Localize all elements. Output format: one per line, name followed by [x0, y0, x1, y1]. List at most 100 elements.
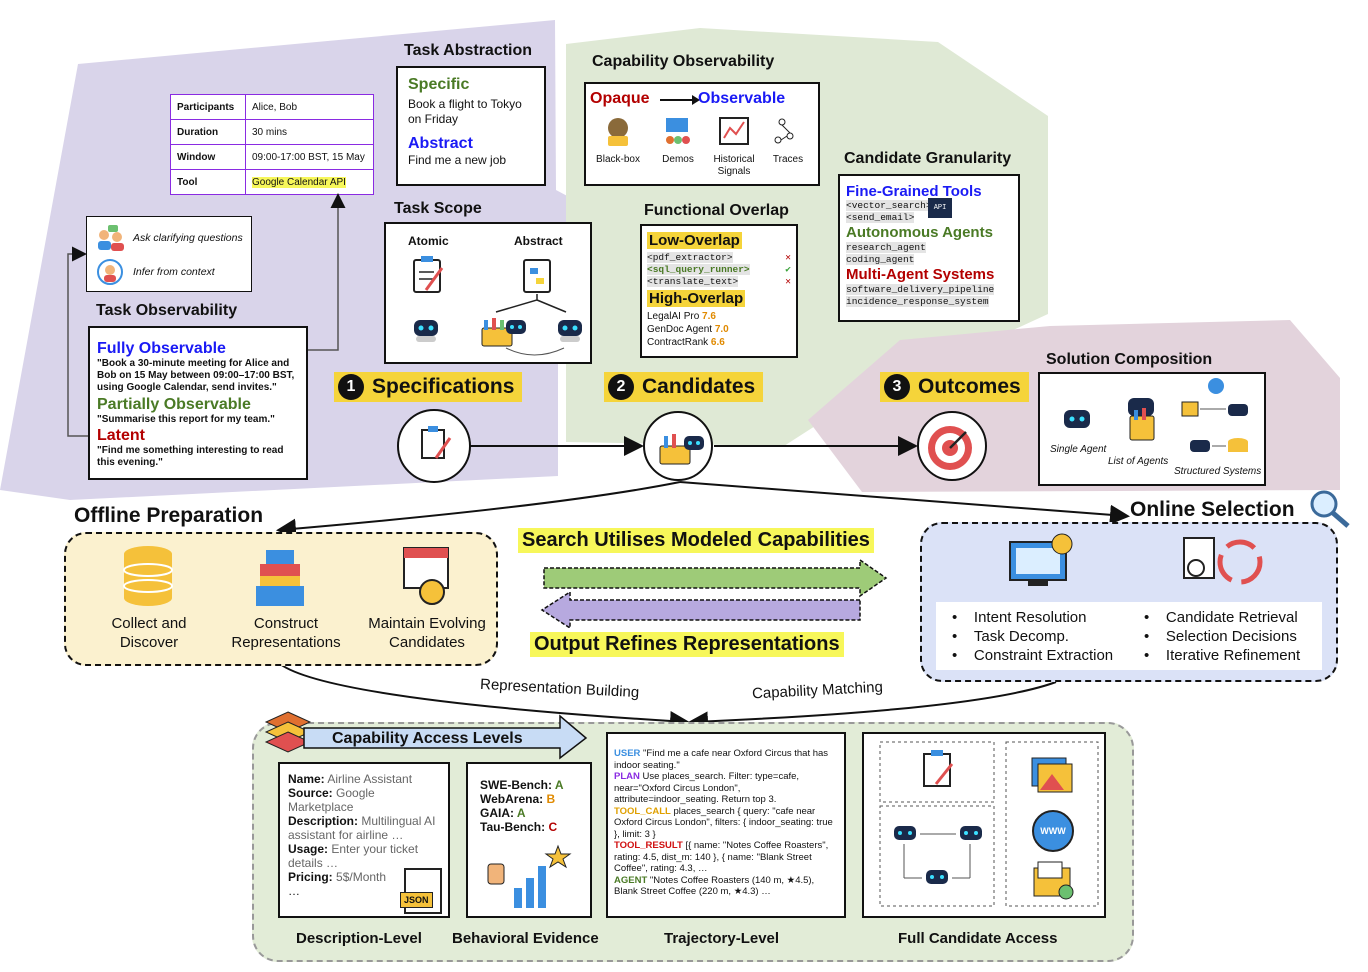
- behavioral-evidence-box: SWE-Bench: A WebArena: B GAIA: A Tau-Ben…: [466, 762, 592, 918]
- capability-observability-title: Capability Observability: [592, 53, 775, 70]
- middle-arrows: [540, 558, 888, 628]
- high-overlap-label: High-Overlap: [647, 290, 746, 307]
- task-abstraction-box: Specific Book a flight to Tokyo on Frida…: [396, 66, 546, 186]
- globe-www-icon: WWW: [1032, 810, 1074, 852]
- fine-tool-item: <vector_search>: [846, 200, 932, 211]
- offline-icons: [123, 546, 449, 606]
- solution-composition-title: Solution Composition: [1046, 351, 1213, 368]
- selection-decisions-item: • Selection Decisions: [1144, 628, 1297, 645]
- candidates-circle: [643, 411, 713, 481]
- list-of-agents-label: List of Agents: [1108, 456, 1169, 467]
- traces-icon: [774, 118, 794, 144]
- robot-icon: [558, 320, 582, 342]
- step-number: 3: [884, 374, 910, 400]
- latent-text: "Find me something interesting to read t…: [97, 445, 284, 468]
- low-overlap-item: <sql_query_runner> ✔: [647, 264, 791, 275]
- behavioral-evidence-label: Behavioral Evidence: [452, 930, 599, 947]
- trajectory-line: USER "Find me a cafe near Oxford Circus …: [614, 748, 829, 771]
- composition-graphic: [1064, 378, 1248, 452]
- clipboard-icon: [923, 750, 954, 787]
- toolbox-robot-icon: [481, 318, 526, 347]
- task-abstraction-title: Task Abstraction: [404, 42, 533, 59]
- structured-systems-label: Structured Systems: [1174, 466, 1262, 477]
- task-scope-graphic: [413, 256, 582, 356]
- iterative-refinement-item: • Iterative Refinement: [1144, 647, 1301, 664]
- abstract-scope-label: Abstract: [514, 234, 563, 248]
- low-overlap-item: <translate_text> ✕: [647, 276, 791, 287]
- trajectory-line: TOOL_RESULT [{ name: "Notes Coffee Roast…: [614, 840, 829, 874]
- outcomes-pill: 3 Outcomes: [880, 372, 1029, 402]
- folder-check-icon: [1033, 861, 1074, 900]
- ask-clarifying-text: Ask clarifying questions: [133, 232, 243, 244]
- specific-label: Specific: [408, 76, 470, 93]
- layers-icon: [264, 711, 312, 753]
- target-icon: [917, 411, 987, 481]
- description-level-label: Description-Level: [296, 930, 422, 947]
- multi-agent-systems-label: Multi-Agent Systems: [846, 266, 995, 283]
- benchmark-item: SWE-Bench: A: [480, 778, 564, 792]
- desc-field: Description: Multilingual AI assistant f…: [288, 814, 436, 842]
- task-scope-box: Atomic Abstract: [384, 222, 592, 364]
- search-utilises-label: Search Utilises Modeled Capabilities: [518, 528, 874, 553]
- capability-observability-box: Opaque Observable Black-box Demos Histor…: [584, 82, 820, 186]
- low-overlap-item: <pdf_extractor> ✕: [647, 252, 791, 263]
- arrow-right-icon: [660, 95, 700, 105]
- purple-arrow: [540, 590, 861, 628]
- candidate-granularity-box: Fine-Grained Tools <vector_search> <send…: [838, 174, 1020, 322]
- observability-icons: [608, 117, 794, 146]
- trajectory-level-box: USER "Find me a cafe near Oxford Circus …: [606, 732, 846, 918]
- table-value: Alice, Bob: [245, 94, 374, 120]
- benchmark-item: WebArena: B: [480, 792, 556, 806]
- document-cycle-icon: [1183, 537, 1263, 585]
- clarify-box: Ask clarifying questions Infer from cont…: [86, 216, 252, 292]
- collect-discover-label: Collect and Discover: [111, 615, 187, 651]
- traces-label: Traces: [772, 154, 804, 165]
- solution-composition-box: Single Agent List of Agents Structured S…: [1038, 372, 1266, 486]
- candidates-label: Candidates: [642, 375, 756, 398]
- constraint-extraction-item: • Constraint Extraction: [952, 647, 1114, 664]
- fully-observable-text: "Book a 30-minute meeting for Alice and …: [97, 358, 295, 393]
- specific-text: Book a flight to Tokyo on Friday: [408, 97, 522, 126]
- demos-label: Demos: [662, 154, 694, 165]
- full-access-graphic: [879, 741, 1099, 907]
- system-item: software_delivery_pipeline: [846, 284, 995, 295]
- monitor-gear-icon: [1009, 533, 1073, 586]
- candidate-retrieval-item: • Candidate Retrieval: [1144, 609, 1298, 626]
- agent-item: research_agent: [846, 242, 926, 253]
- robot-icon: [960, 826, 982, 840]
- json-file-icon: JSON: [400, 868, 442, 914]
- high-overlap-item: LegalAI Pro 7.6: [647, 311, 716, 322]
- fine-tool-item: <send_email>: [846, 212, 915, 223]
- specifications-circle: [397, 409, 471, 483]
- construct-representations-label: Construct Representations: [231, 615, 341, 651]
- infer-context-text: Infer from context: [133, 266, 215, 278]
- hierarchy-icon: [523, 259, 551, 293]
- historical-signals-label: Historical Signals: [713, 154, 755, 177]
- online-selection-box: • Intent Resolution • Task Decomp. • Con…: [920, 522, 1338, 682]
- clipboard-icon: [413, 256, 444, 293]
- task-observability-box: Fully Observable "Book a 30-minute meeti…: [88, 326, 308, 480]
- online-selection-title: Online Selection: [1130, 498, 1295, 521]
- step-number: 1: [338, 374, 364, 400]
- observable-label: Observable: [698, 90, 786, 107]
- system-item: incidence_response_system: [846, 296, 989, 307]
- task-observability-title: Task Observability: [96, 302, 238, 319]
- fine-grained-tools-label: Fine-Grained Tools: [846, 183, 982, 200]
- desc-field: Name: Airline Assistant: [288, 772, 413, 786]
- fully-observable-label: Fully Observable: [97, 340, 226, 357]
- full-candidate-access-label: Full Candidate Access: [898, 930, 1058, 947]
- agent-item: coding_agent: [846, 254, 915, 265]
- outcomes-label: Outcomes: [918, 375, 1021, 398]
- high-overlap-item: GenDoc Agent 7.0: [647, 324, 729, 335]
- output-refines-label: Output Refines Representations: [530, 632, 844, 657]
- table-value: 09:00-17:00 BST, 15 May: [245, 144, 374, 170]
- offline-preparation-box: Collect and Discover Construct Represent…: [64, 532, 498, 666]
- robot-icon: [926, 870, 948, 884]
- functional-overlap-title: Functional Overlap: [644, 202, 789, 219]
- images-icon: [1031, 757, 1073, 793]
- clarify-people-icon: [98, 225, 124, 251]
- demos-icon: [666, 118, 690, 144]
- low-overlap-label: Low-Overlap: [647, 232, 742, 249]
